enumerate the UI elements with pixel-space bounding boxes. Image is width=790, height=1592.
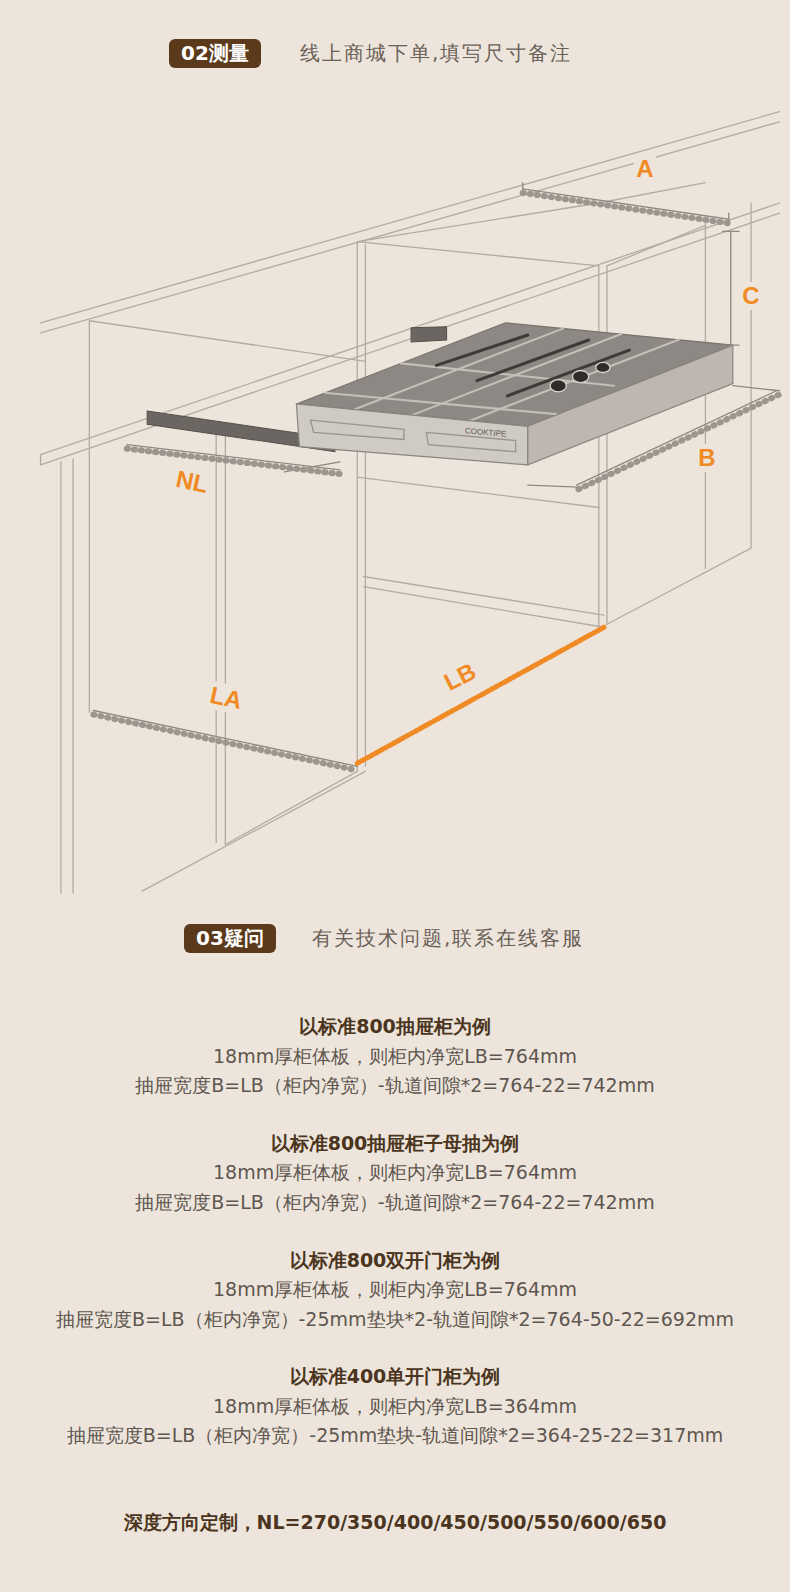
section-pill: 02测量: [169, 39, 261, 68]
note-text: 以标准800双开门柜为例: [290, 1250, 501, 1272]
dimension-label: B: [696, 444, 717, 472]
section-number: 03疑问: [184, 924, 276, 948]
section-number: 02测量: [169, 39, 261, 63]
dimension-label: LB: [438, 657, 483, 698]
note-text: 深度方向定制，NL=270/350/400/450/500/550/600/65…: [124, 1512, 667, 1534]
section-pill: 03疑问: [184, 924, 276, 953]
note-text: 18mm厚柜体板，则柜内净宽LB=364mm: [213, 1396, 577, 1418]
note-text: 抽屉宽度B=LB（柜内净宽）-25mm垫块*2-轨道间隙*2=764-50-22…: [56, 1309, 734, 1331]
note-text: 18mm厚柜体板，则柜内净宽LB=764mm: [213, 1162, 577, 1184]
note-text: 18mm厚柜体板，则柜内净宽LB=764mm: [213, 1046, 577, 1068]
dimension-label: C: [740, 282, 761, 310]
note-text: 线上商城下单,填写尺寸备注: [300, 42, 572, 65]
dimension-label: NL: [172, 465, 213, 499]
note-text: 以标准400单开门柜为例: [290, 1366, 501, 1388]
brand-mark: COOKTIPE: [465, 427, 507, 440]
note-text: 18mm厚柜体板，则柜内净宽LB=764mm: [213, 1279, 577, 1301]
note-text: 以标准800抽屉柜子母抽为例: [271, 1133, 520, 1155]
dimension-label: LA: [206, 681, 247, 715]
note-text: 抽屉宽度B=LB（柜内净宽）-轨道间隙*2=764-22=742mm: [135, 1075, 654, 1097]
note-text: 抽屉宽度B=LB（柜内净宽）-25mm垫块-轨道间隙*2=364-25-22=3…: [67, 1425, 724, 1447]
note-text: 以标准800抽屉柜为例: [299, 1016, 491, 1038]
note-text: 有关技术问题,联系在线客服: [312, 927, 584, 950]
dimension-label: A: [634, 155, 655, 183]
note-text: 抽屉宽度B=LB（柜内净宽）-轨道间隙*2=764-22=742mm: [135, 1192, 654, 1214]
